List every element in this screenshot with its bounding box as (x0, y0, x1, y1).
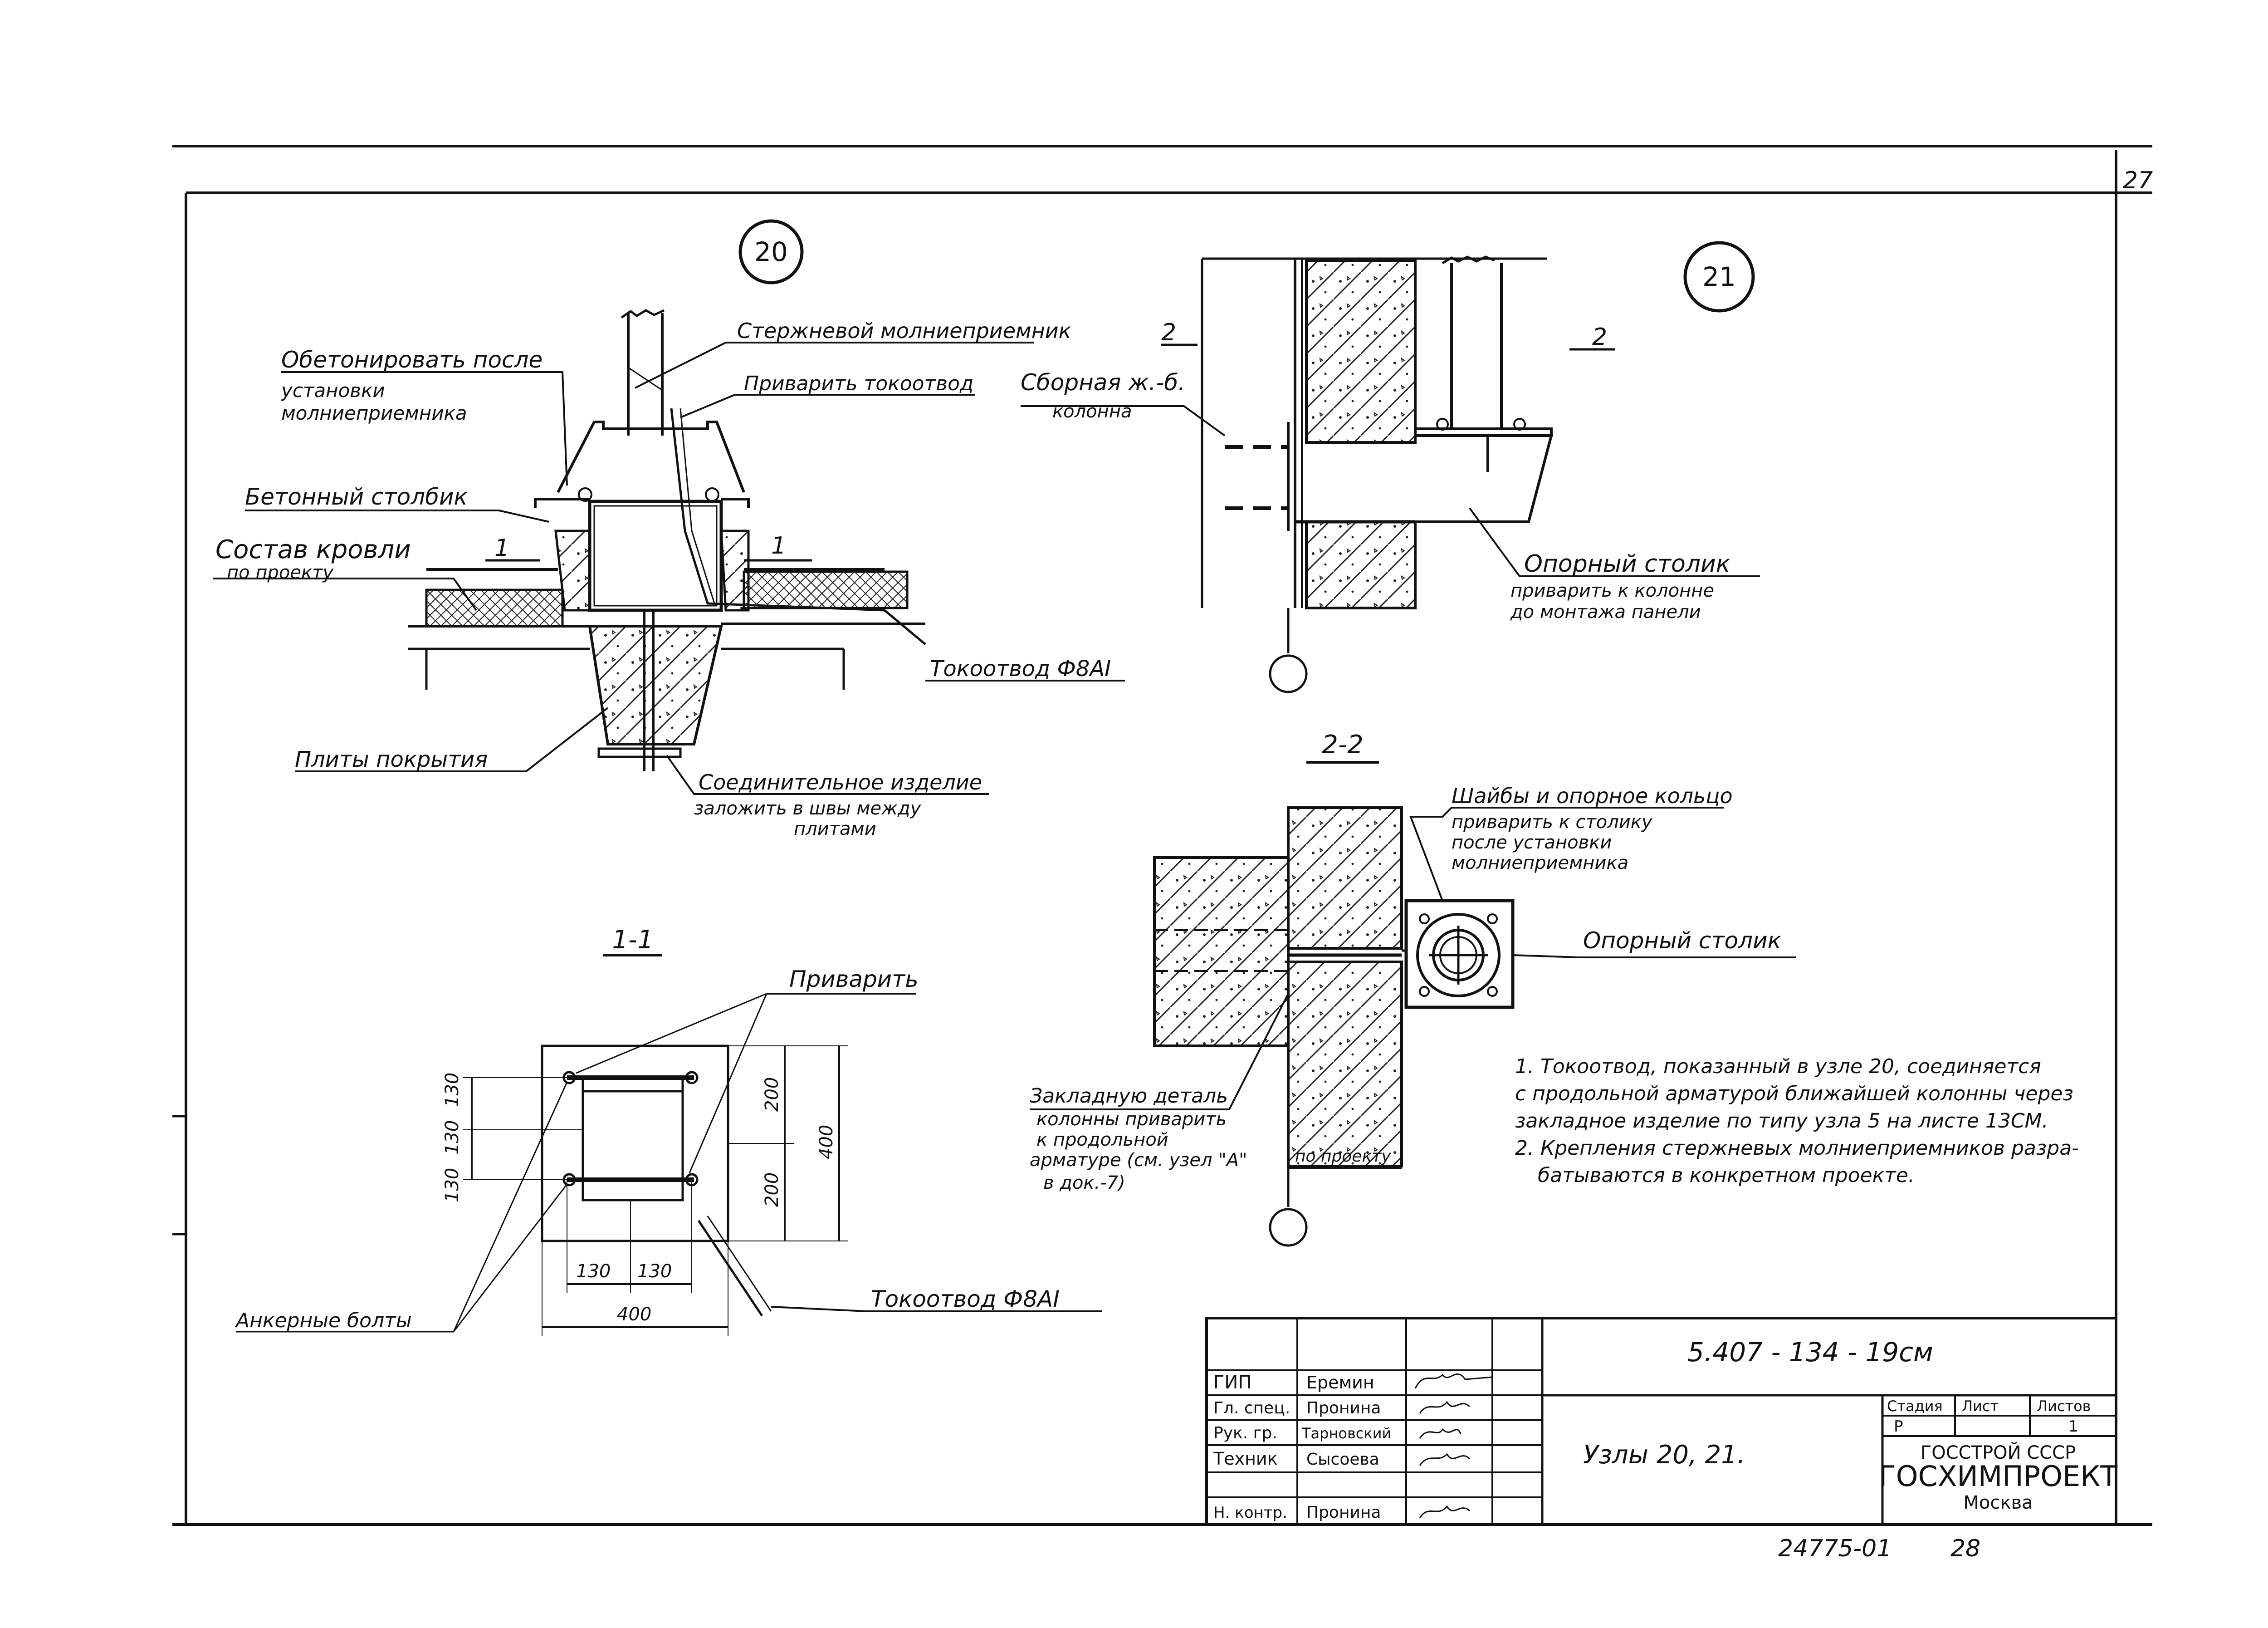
node-20-connector-3: плитами (794, 819, 876, 839)
section-1-1-dim-bottom-3: 400 (617, 1304, 651, 1325)
section-1-1-dim-right-1: 200 (762, 1077, 782, 1112)
node-21-circle (1683, 241, 1755, 313)
node-21-support-1: Опорный столик (1524, 550, 1730, 578)
node-21-column-2: колонна (1052, 401, 1132, 422)
org-line-1: ГОССТРОЙ СССР (1921, 1442, 2076, 1463)
section-1-1-dim-left-2: 130 (442, 1120, 463, 1155)
node-20-connector-2: заложить в швы между (694, 798, 922, 819)
section-2-2-title: 2-2 (1322, 730, 1363, 760)
node-20-downconductor: Токоотвод Ф8AI (930, 656, 1111, 682)
section-2-2-washers-3: после установки (1452, 832, 1612, 853)
section-1-1-dim-left-1: 130 (442, 1073, 463, 1107)
section-2-2-washers-4: молниеприемника (1452, 853, 1628, 873)
role: Гл. спец. (1213, 1399, 1290, 1417)
node-20-section-mark-right: 1 (771, 532, 786, 559)
node-20-rod-receiver: Стержневой молниеприемник (737, 319, 1071, 343)
node-21-column-1: Сборная ж.-б. (1021, 369, 1185, 396)
section-1-1-dim-left-4: 130 (442, 1168, 463, 1202)
node-20-concrete-after-1: Обетонировать после (281, 347, 543, 373)
node-21-drawing: 21 2 2 (1021, 241, 1760, 693)
footer-page: 28 (1950, 1535, 1980, 1562)
node-20-concrete-after-3: молниеприемника (281, 402, 467, 424)
note-line: закладное изделие по типу узла 5 на лист… (1515, 1109, 2048, 1133)
role: Техник (1213, 1449, 1278, 1469)
sheets-value: 1 (2068, 1417, 2078, 1436)
node-20-concrete-post: Бетонный столбик (245, 484, 468, 510)
node-20-label: 20 (754, 236, 788, 267)
section-2-2-support: Опорный столик (1583, 927, 1781, 954)
note-line: батываются в конкретном проекте. (1538, 1164, 1915, 1187)
section-2-2-drawing (1030, 761, 1796, 1247)
section-1-1-dim-bottom-1: 130 (576, 1261, 611, 1282)
name: Сысоева (1306, 1450, 1379, 1469)
name: Тарновский (1301, 1425, 1391, 1442)
node-20-drawing: 20 1 1 (213, 219, 1125, 795)
note-line: 1. Токоотвод, показанный в узле 20, соед… (1515, 1055, 2041, 1078)
sheets-header: Листов (2037, 1398, 2091, 1415)
section-1-1-dim-bottom-2: 130 (637, 1261, 672, 1282)
sheet-header: Лист (1962, 1398, 1999, 1415)
note-line: 2. Крепления стержневых молниеприемников… (1515, 1137, 2079, 1160)
section-1-1-title: 1-1 (612, 925, 653, 955)
name: Пронина (1306, 1399, 1381, 1417)
role: Рук. гр. (1213, 1424, 1277, 1442)
node-20-circle (738, 219, 804, 284)
role: Н. контр. (1213, 1504, 1287, 1522)
section-2-2-embed-5: в док.-7) (1043, 1172, 1125, 1193)
note-line: с продольной арматурой ближайшей колонны… (1515, 1082, 2073, 1105)
section-1-1-dim-right-2: 200 (762, 1172, 782, 1207)
node-21-label: 21 (1702, 261, 1736, 292)
name: Еремин (1306, 1373, 1374, 1393)
sheet-title: Узлы 20, 21. (1583, 1440, 1745, 1470)
section-2-2-per-project: по проекту (1295, 1147, 1391, 1166)
node-20-roof-1: Состав кровли (215, 535, 411, 564)
title-block (1205, 1317, 2117, 1526)
section-2-2-embed-1: Закладную деталь (1030, 1084, 1228, 1108)
section-2-2-embed-3: к продольной (1036, 1129, 1168, 1150)
sheet-number-top: 27 (2123, 167, 2153, 194)
node-20-connector-1: Соединительное изделие (699, 770, 982, 794)
node-21-section-mark-left: 2 (1161, 319, 1176, 346)
section-1-1-drawing (236, 954, 1102, 1336)
sheet-frame (172, 145, 2152, 1526)
node-20-section-mark-left: 1 (494, 534, 509, 562)
doc-code: 5.407 - 134 - 19см (1687, 1337, 1933, 1368)
stage-header: Стадия (1887, 1398, 1943, 1415)
node-20-concrete-after-2: установки (280, 379, 385, 402)
section-1-1-anchor-bolts: Анкерные болты (235, 1309, 412, 1332)
role: ГИП (1213, 1372, 1251, 1393)
org-line-3: Москва (1963, 1492, 2033, 1513)
node-20-weld-downconductor: Приварить токоотвод (744, 372, 973, 395)
section-2-2-washers-2: приварить к столику (1452, 812, 1653, 833)
node-21-support-3: до монтажа панели (1510, 602, 1701, 623)
org-line-2: ГОСХИМПРОЕКТ (1879, 1460, 2118, 1493)
section-1-1-weld: Приварить (789, 966, 919, 992)
notes: 1. Токоотвод, показанный в узле 20, соед… (1515, 1055, 2079, 1187)
node-21-section-mark-right: 2 (1592, 324, 1607, 351)
node-20-slabs: Плиты покрытия (295, 747, 488, 772)
node-20-roof-2: по проекту (227, 562, 334, 583)
node-21-support-2: приварить к колонне (1510, 580, 1714, 601)
section-1-1-dim-right-3: 400 (816, 1125, 837, 1159)
stage-value: Р (1894, 1417, 1903, 1436)
section-2-2-washers-1: Шайбы и опорное кольцо (1452, 784, 1733, 808)
section-1-1-downconductor: Токоотвод Ф8AI (871, 1286, 1060, 1312)
section-2-2-embed-2: колонны приварить (1036, 1109, 1227, 1130)
footer-code: 24775-01 (1778, 1535, 1892, 1562)
name: Пронина (1306, 1503, 1381, 1522)
section-2-2-embed-4: арматуре (см. узел "А" (1030, 1150, 1247, 1171)
